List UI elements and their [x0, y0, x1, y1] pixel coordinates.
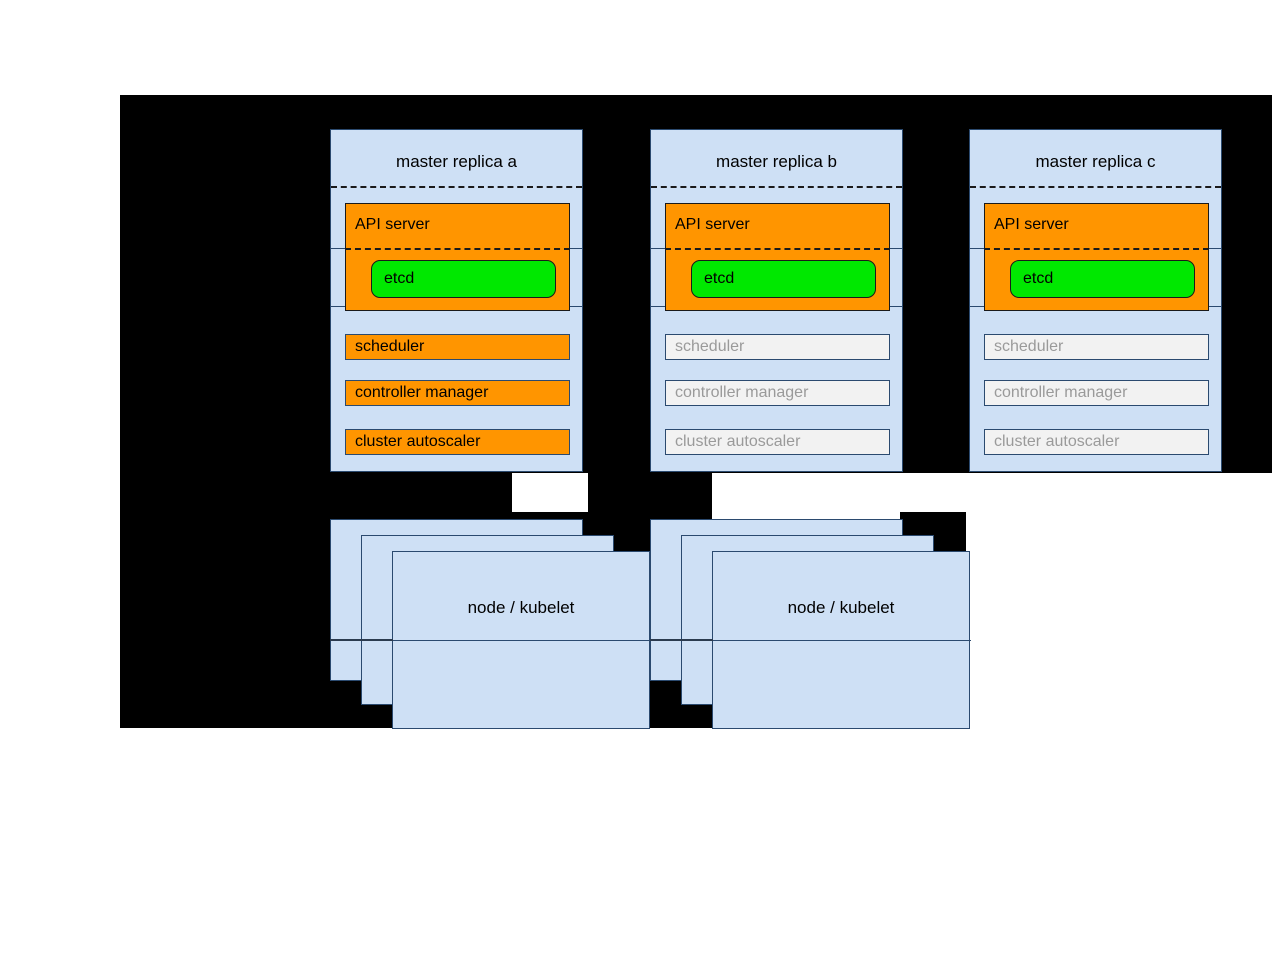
component-cluster-autoscaler[interactable]: cluster autoscaler [345, 429, 570, 455]
master-replica-title: master replica a [396, 152, 517, 171]
node-row-divider-mid [650, 639, 713, 641]
api-server-block[interactable]: API server etcd [345, 203, 570, 311]
master-replica-card[interactable]: master replica b API server etcd schedul… [650, 129, 903, 472]
etcd-label: etcd [384, 270, 415, 287]
node-inner-divider [392, 640, 651, 641]
node-label: node / kubelet [787, 598, 895, 617]
master-replica-title: master replica b [716, 152, 837, 171]
node-label: node / kubelet [467, 598, 575, 617]
master-replica-title: master replica c [1035, 152, 1156, 171]
replica-divider-dashed [331, 186, 582, 188]
component-cluster-autoscaler[interactable]: cluster autoscaler [665, 429, 890, 455]
etcd-label: etcd [704, 270, 735, 287]
node-stack-card-front[interactable]: node / kubelet [392, 551, 651, 729]
api-server-block[interactable]: API server etcd [665, 203, 890, 311]
replica-divider-dashed [651, 186, 902, 188]
master-replica-card[interactable]: master replica c API server etcd schedul… [969, 129, 1222, 472]
api-server-label: API server [994, 216, 1069, 233]
component-cluster-autoscaler[interactable]: cluster autoscaler [984, 429, 1209, 455]
etcd-pill[interactable]: etcd [1010, 260, 1195, 298]
component-controller-manager[interactable]: controller manager [984, 380, 1209, 406]
etcd-pill[interactable]: etcd [371, 260, 556, 298]
component-scheduler[interactable]: scheduler [984, 334, 1209, 360]
api-server-label: API server [355, 216, 430, 233]
master-replica-card[interactable]: master replica a API server etcd schedul… [330, 129, 583, 472]
component-controller-manager[interactable]: controller manager [665, 380, 890, 406]
api-server-inner-dashed-divider [665, 248, 890, 250]
component-scheduler[interactable]: scheduler [665, 334, 890, 360]
component-controller-manager[interactable]: controller manager [345, 380, 570, 406]
api-server-block[interactable]: API server etcd [984, 203, 1209, 311]
node-inner-divider [712, 640, 971, 641]
api-server-inner-dashed-divider [984, 248, 1209, 250]
etcd-label: etcd [1023, 270, 1054, 287]
api-server-inner-dashed-divider [345, 248, 570, 250]
etcd-pill[interactable]: etcd [691, 260, 876, 298]
api-server-label: API server [675, 216, 750, 233]
backdrop-plate-mid [588, 473, 712, 528]
component-scheduler[interactable]: scheduler [345, 334, 570, 360]
node-row-divider-left [330, 639, 393, 641]
node-stack-card-front[interactable]: node / kubelet [712, 551, 971, 729]
replica-divider-dashed [970, 186, 1221, 188]
backdrop-plate-left [120, 473, 512, 512]
